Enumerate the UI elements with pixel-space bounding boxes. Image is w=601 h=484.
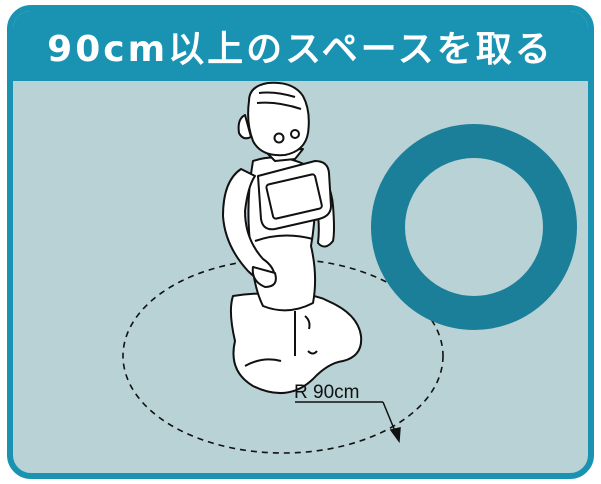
dashed-radius-circle [122, 258, 444, 454]
illustration [122, 81, 577, 454]
robot-icon [222, 81, 363, 395]
circle-ok-icon [371, 124, 577, 330]
radius-arrow-icon [295, 401, 401, 444]
header-bar: 90cm以上のスペースを取る [13, 11, 588, 81]
radius-label: R 90cm [294, 382, 360, 403]
page-title: 90cm以上のスペースを取る [47, 29, 554, 70]
info-card: 90cm以上のスペースを取る [7, 5, 594, 479]
